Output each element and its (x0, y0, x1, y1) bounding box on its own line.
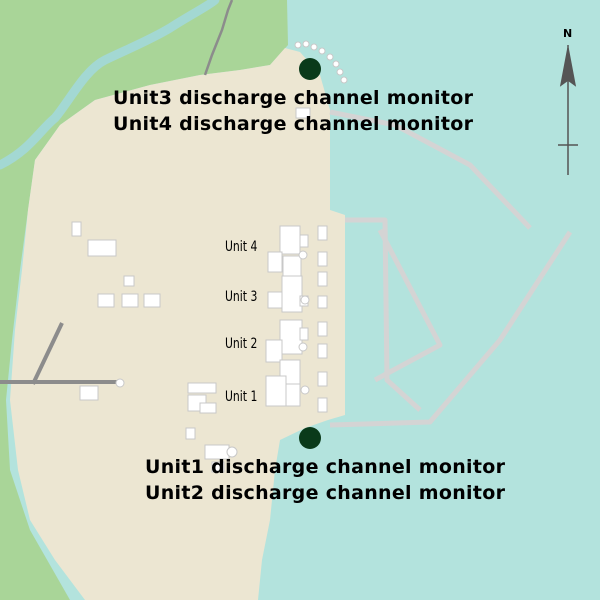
tank (300, 385, 310, 395)
building (317, 321, 328, 337)
river (0, 0, 220, 170)
building (281, 275, 303, 313)
west-diagonal-road (31, 322, 64, 385)
building (265, 339, 283, 363)
building (267, 251, 283, 273)
tank (298, 250, 308, 260)
compass-arrow-icon (559, 47, 577, 87)
building (211, 461, 225, 473)
building (317, 371, 328, 387)
building (279, 319, 303, 355)
compass-icon (558, 45, 578, 175)
building (143, 293, 161, 308)
building (187, 382, 217, 394)
building (317, 397, 328, 413)
tetrapod (294, 41, 302, 49)
buildings (71, 107, 328, 473)
building (317, 271, 328, 287)
unit-3-label: Unit 3 (225, 289, 258, 305)
tetrapod (326, 53, 334, 61)
unit-4-label: Unit 4 (225, 239, 258, 255)
building (123, 275, 135, 287)
inner-breakwater-loop (373, 228, 443, 383)
building (317, 295, 328, 309)
building (121, 293, 139, 308)
monitor-north-label-line1: Unit3 discharge channel monitor (113, 87, 474, 109)
tank (300, 295, 310, 305)
building (279, 225, 301, 255)
south-breakwater (329, 230, 573, 428)
building (317, 343, 328, 359)
building (199, 402, 217, 414)
tank (298, 342, 308, 352)
access-road (203, 0, 234, 76)
north-breakwater (329, 109, 532, 230)
unit-2-label: Unit 2 (225, 336, 258, 352)
building (71, 221, 82, 237)
power-plant-site (10, 48, 345, 600)
inner-breakwater-north (345, 217, 422, 412)
monitor-point-north (299, 58, 321, 80)
tetrapods (294, 40, 348, 84)
compass-north-label: N (563, 27, 573, 40)
building (79, 385, 99, 401)
breakwaters (329, 109, 573, 428)
monitor-south-label-line2: Unit2 discharge channel monitor (145, 482, 506, 504)
building (87, 239, 117, 257)
building (317, 225, 328, 241)
tetrapod (310, 43, 318, 51)
building (97, 293, 115, 308)
building (295, 107, 311, 119)
building (282, 255, 302, 279)
tetrapod (332, 60, 340, 68)
building (317, 251, 328, 267)
building (299, 234, 309, 248)
monitor-point-south (299, 427, 321, 449)
building (285, 383, 301, 407)
unit-1-label: Unit 1 (225, 389, 258, 405)
building (299, 327, 309, 341)
tank (115, 378, 125, 388)
monitor-north-label-line2: Unit4 discharge channel monitor (113, 113, 474, 135)
tank (226, 446, 238, 458)
building (185, 427, 196, 440)
land-area (0, 0, 288, 600)
tetrapod (336, 68, 344, 76)
building (267, 291, 283, 309)
tetrapod (302, 40, 310, 48)
monitor-south-label-line1: Unit1 discharge channel monitor (145, 456, 506, 478)
building (265, 375, 287, 407)
tetrapod (340, 76, 348, 84)
tetrapod (318, 47, 326, 55)
